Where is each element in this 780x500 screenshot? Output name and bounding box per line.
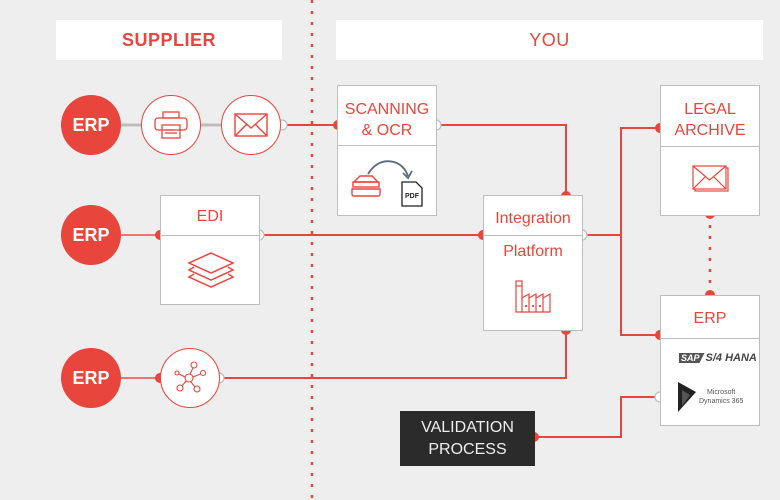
mail-channel[interactable] <box>221 95 281 155</box>
mail-icon <box>234 113 268 137</box>
printer-icon <box>154 111 188 139</box>
network-icon <box>174 361 207 393</box>
scanning-separator <box>338 145 436 146</box>
sap-s4hana-logo: SAP S/4 HANA <box>679 352 757 364</box>
link-validation-erp <box>534 396 656 438</box>
edi-box[interactable]: EDI <box>160 195 260 305</box>
sap-logo-mark: SAP <box>679 353 705 363</box>
printer-channel[interactable] <box>141 95 201 155</box>
you-header-label: YOU <box>529 29 570 50</box>
link-network-integration <box>223 330 567 379</box>
supplier-erp-3[interactable]: ERP <box>61 348 121 408</box>
erp-target-title: ERP <box>693 310 727 327</box>
edi-title: EDI <box>196 208 224 225</box>
integration-separator <box>484 235 582 236</box>
supplier-erp-1[interactable]: ERP <box>61 95 121 155</box>
supplier-header-label: SUPPLIER <box>121 29 217 50</box>
link-scanning-integration <box>440 124 567 196</box>
archive-title-line2: ARCHIVE <box>674 122 746 139</box>
scanner-to-pdf-icon: PDF <box>351 160 423 207</box>
erp-target-separator <box>661 338 759 339</box>
pdf-label: PDF <box>405 193 420 200</box>
you-header: YOU <box>336 20 763 60</box>
ms-line2: Dynamics 365 <box>699 398 744 405</box>
supplier-erp-2[interactable]: ERP <box>61 205 121 265</box>
erp-label: ERP <box>72 114 110 135</box>
mail-stack-icon <box>692 165 729 192</box>
archive-title-line1: LEGAL <box>684 101 736 118</box>
erp-label: ERP <box>72 224 110 245</box>
supplier-header: SUPPLIER <box>56 20 282 60</box>
factory-icon <box>515 280 551 313</box>
validation-line1: VALIDATION <box>421 418 514 436</box>
integration-title-line2: Platform <box>503 243 563 260</box>
dynamics-logo-text: Microsoft Dynamics 365 <box>699 388 743 406</box>
erp-label: ERP <box>72 367 110 388</box>
trunk-legal-erp <box>620 127 660 336</box>
integration-platform-box[interactable]: Integration Platform <box>483 195 583 331</box>
edi-separator <box>161 235 259 236</box>
layers-icon <box>187 252 235 288</box>
network-channel[interactable] <box>160 348 220 408</box>
ms-line1: Microsoft <box>706 389 736 396</box>
validation-line2: PROCESS <box>428 440 507 458</box>
integration-title-line1: Integration <box>495 210 571 227</box>
erp-target-box[interactable]: ERP SAP S/4 HANA Microsoft Dynamics 365 <box>660 295 760 426</box>
legal-archive-box[interactable]: LEGAL ARCHIVE <box>660 85 760 216</box>
dynamics-logo-icon <box>678 382 696 412</box>
scanning-title-line2: & OCR <box>361 122 413 139</box>
sap-product-text: S/4 HANA <box>705 352 757 364</box>
scanning-title-line1: SCANNING <box>344 101 430 118</box>
validation-process-box[interactable]: VALIDATION PROCESS <box>400 411 535 466</box>
archive-separator <box>661 146 759 147</box>
scanning-ocr-box[interactable]: SCANNING & OCR PDF <box>337 85 437 216</box>
